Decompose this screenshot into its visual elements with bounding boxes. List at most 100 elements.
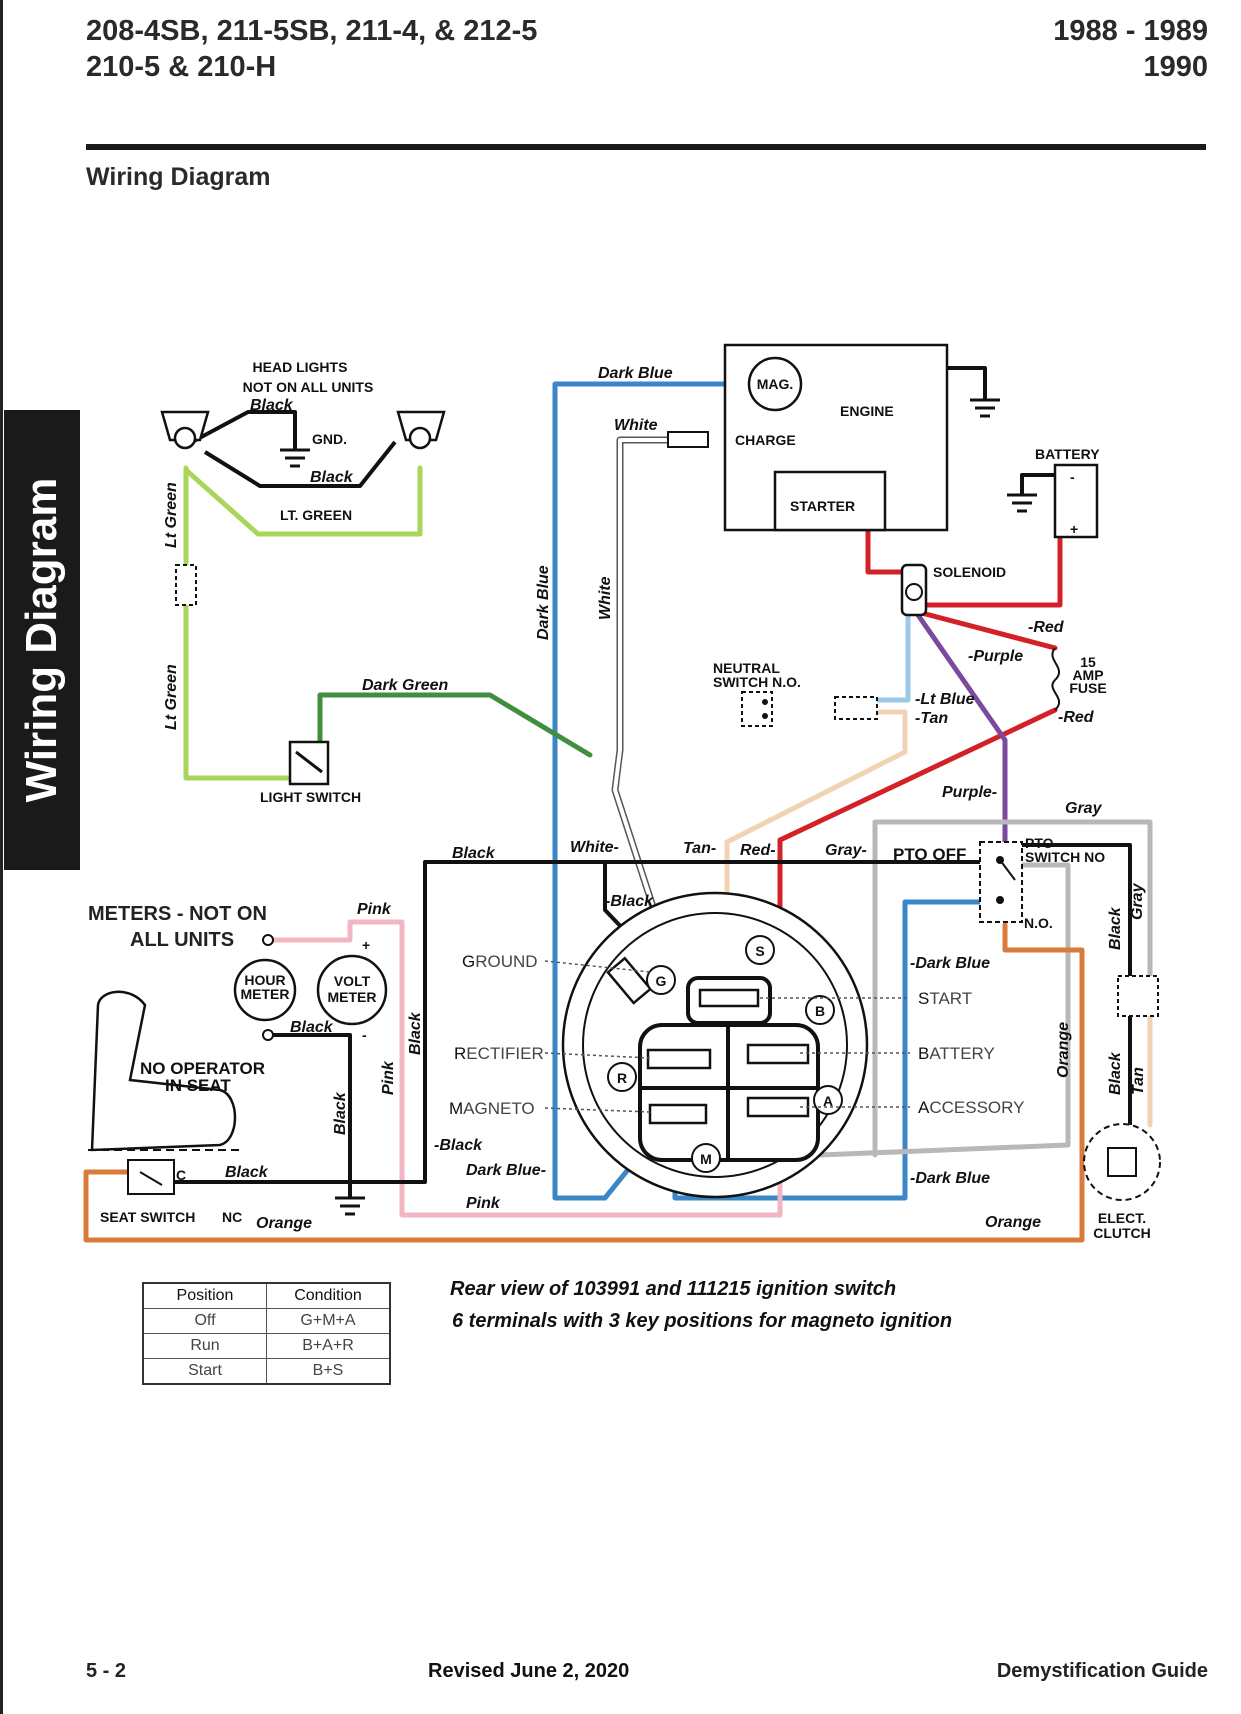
table-header-position: Position: [142, 1282, 267, 1309]
wire-red-starter: [865, 515, 908, 575]
label-gray-ign: Gray-: [825, 842, 867, 859]
label-gray-top: Gray: [1065, 800, 1103, 817]
solenoid-label: SOLENOID: [933, 564, 1006, 580]
gnd-label: GND.: [312, 431, 347, 447]
footer-page-number: 5 - 2: [86, 1660, 127, 1682]
battery-label: BATTERY: [1035, 446, 1100, 462]
pto-off-label: PTO OFF: [893, 845, 966, 864]
wire-red-fuse: [915, 609, 1058, 651]
label-black-top: Black: [250, 397, 294, 414]
table-cell: Start: [142, 1358, 267, 1385]
meters-label-2: ALL UNITS: [130, 929, 234, 951]
years-line-1: 1988 - 1989: [1053, 15, 1208, 47]
wire-black-lamps: [191, 410, 397, 488]
terminal-r-letter: R: [617, 1070, 627, 1086]
no-operator-label-1: NO OPERATOR: [140, 1059, 265, 1078]
wire-dark-green: [317, 692, 593, 763]
label-lt-green-1: Lt Green: [163, 482, 180, 548]
headlight-connector: [175, 564, 197, 606]
header-rule: [86, 144, 1206, 150]
caption-line-1: Rear view of 103991 and 111215 ignition …: [450, 1278, 897, 1300]
terminal-battery-label: BATTERY: [918, 1044, 995, 1063]
volt-minus: -: [362, 1027, 367, 1043]
electric-clutch-icon: [1083, 1123, 1161, 1201]
page-left-edge: [0, 0, 3, 1714]
clutch-connector: [1117, 975, 1159, 1017]
label-dark-blue-mag: Dark Blue-: [466, 1162, 546, 1179]
label-pink-bottom: Pink: [466, 1195, 501, 1212]
nc-label: NC: [222, 1209, 242, 1225]
table-header-condition: Condition: [266, 1282, 391, 1309]
label-black-ign: Black: [452, 845, 496, 862]
pto-switch-label-1: PTO: [1025, 835, 1054, 851]
label-orange-vert: Orange: [1055, 1022, 1072, 1078]
terminal-b-letter: B: [815, 1003, 825, 1019]
lt-green-label: LT. GREEN: [280, 507, 352, 523]
hour-meter-label-2: METER: [241, 986, 290, 1002]
clutch-label-1: ELECT.: [1098, 1210, 1146, 1226]
table-row: Run B+A+R: [142, 1333, 391, 1359]
ground-symbols: [280, 398, 1037, 1216]
label-black-ground: -Black: [605, 893, 654, 910]
c-label: C: [176, 1167, 186, 1183]
label-black-vert-meter: Black: [332, 1091, 349, 1135]
fuse-label-1: 15: [1080, 654, 1096, 670]
mag-circle: [747, 356, 803, 412]
hour-meter-icon: [233, 958, 297, 1022]
ignition-switch: [561, 891, 869, 1199]
label-lt-green-2: Lt Green: [163, 664, 180, 730]
section-title: Wiring Diagram: [86, 163, 271, 191]
volt-meter-label-1: VOLT: [334, 973, 371, 989]
footer-guide: Demystification Guide: [996, 1660, 1208, 1682]
label-dark-blue-acc: -Dark Blue: [910, 1170, 990, 1187]
models-line-2: 210-5 & 210-H: [86, 51, 277, 83]
label-black-meter: Black: [290, 1019, 334, 1036]
battery-plus: +: [1070, 521, 1078, 537]
mag-label: MAG.: [757, 376, 794, 392]
label-tan-ign: Tan-: [683, 840, 716, 857]
terminal-s-letter: S: [755, 943, 764, 959]
terminal-ground-label: GROUND: [462, 952, 538, 971]
label-gray-clutch: Gray: [1129, 882, 1146, 920]
volt-meter-icon: [316, 954, 388, 1026]
charge-connector: [667, 431, 709, 448]
label-black-clutch-2: Black: [1107, 1051, 1124, 1095]
headlight-icons: [160, 410, 446, 450]
terminal-accessory-label: ACCESSORY: [918, 1098, 1024, 1117]
battery-icon: [1053, 463, 1099, 539]
meters-label-1: METERS - NOT ON: [88, 903, 267, 925]
label-black-mid: Black: [310, 469, 354, 486]
label-orange-right: Orange: [985, 1214, 1041, 1231]
terminal-magneto-blade: [648, 1103, 708, 1125]
label-white-top: White: [614, 417, 658, 434]
fuse-label-2: AMP: [1072, 667, 1103, 683]
fuse-label-3: FUSE: [1069, 680, 1106, 696]
label-dark-blue-vert: Dark Blue: [535, 565, 552, 640]
label-dark-blue-start: -Dark Blue: [910, 955, 990, 972]
label-pink-vert: Pink: [380, 1060, 397, 1095]
terminal-magneto-label: MAGNETO: [449, 1099, 535, 1118]
models-line-1: 208-4SB, 211-5SB, 211-4, & 212-5: [86, 15, 538, 47]
wire-gray-top: [872, 819, 1153, 1158]
table-cell: Run: [142, 1333, 267, 1359]
battery-minus: -: [1070, 469, 1075, 485]
label-black-mag: -Black: [434, 1137, 483, 1154]
table-cell: B+A+R: [266, 1333, 391, 1359]
neutral-label-1: NEUTRAL: [713, 660, 780, 676]
label-red-2: -Red: [1058, 709, 1095, 726]
label-orange-seat: Orange: [256, 1215, 312, 1232]
terminal-g-letter: G: [656, 973, 667, 989]
label-dark-blue-top: Dark Blue: [598, 365, 673, 382]
charge-label: CHARGE: [735, 432, 796, 448]
wire-black-battery: [1020, 473, 1060, 495]
volt-plus: +: [362, 937, 370, 953]
switch-condition-table: Position Condition Off G+M+A Run B+A+R S…: [142, 1282, 391, 1385]
pto-no-label: N.O.: [1024, 915, 1053, 931]
label-black-clutch-1: Black: [1107, 906, 1124, 950]
wire-orange: [83, 922, 1085, 1243]
headlights-note: NOT ON ALL UNITS: [243, 379, 374, 395]
pto-switch-label-2: SWITCH NO: [1025, 849, 1105, 865]
wire-lt-blue: [857, 609, 911, 703]
table-row: Off G+M+A: [142, 1308, 391, 1334]
seat-switch-label: SEAT SWITCH: [100, 1209, 195, 1225]
